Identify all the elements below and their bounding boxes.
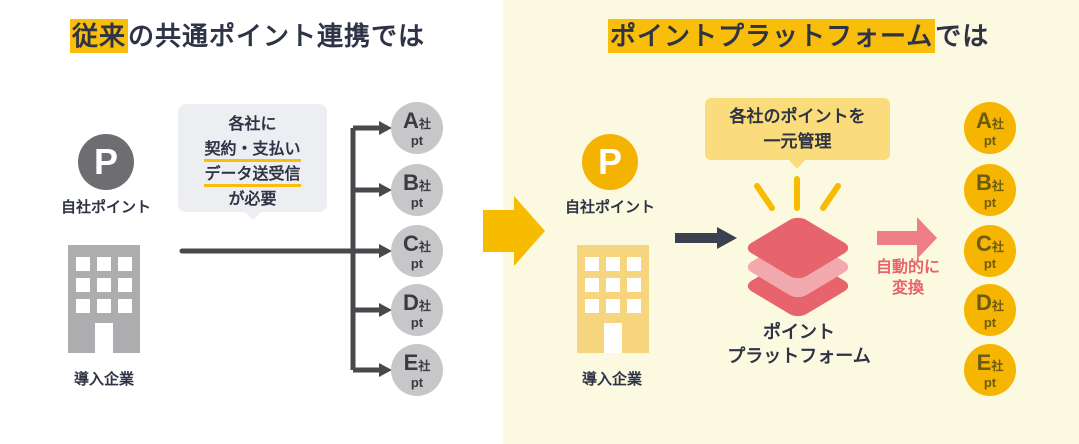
company-suffix: 社 [418, 116, 431, 131]
building-icon [68, 245, 140, 353]
note-line: が必要 [228, 191, 277, 208]
point-unit: pt [410, 255, 424, 271]
point-icon: P [78, 134, 134, 190]
point-icon-letter: P [597, 141, 622, 182]
platform-label-line: プラットフォーム [727, 346, 871, 367]
right-title-highlight: ポイントプラットフォーム [608, 19, 936, 53]
left-title-highlight: 従来 [70, 19, 129, 53]
company-letter: B [976, 169, 992, 195]
note-line-underlined: データ送受信 [204, 166, 301, 187]
note-line: 一元管理 [763, 132, 832, 151]
note-line: 各社のポイントを [729, 107, 866, 126]
company-letter: E [976, 349, 992, 375]
point-unit: pt [410, 194, 424, 210]
point-unit: pt [410, 132, 424, 148]
point-icon: P [582, 134, 638, 190]
bubble-tail [788, 159, 806, 169]
flow-arrow-icon [675, 227, 737, 249]
point-unit: pt [983, 194, 997, 210]
company-label: 導入企業 [73, 371, 134, 388]
right-title-rest: では [935, 21, 990, 51]
bubble-tail [244, 211, 262, 220]
building-icon [577, 245, 649, 353]
connector-lines-icon [179, 121, 392, 377]
company-letter: A [403, 107, 419, 133]
platform-label: ポイント プラットフォーム [718, 320, 880, 369]
own-point-label: 自社ポイント [60, 199, 151, 216]
point-unit: pt [983, 255, 997, 271]
platform-label-line: ポイント [763, 322, 835, 342]
company-suffix: 社 [991, 116, 1004, 131]
left-title-rest: の共通ポイント連携では [128, 21, 426, 51]
point-unit: pt [983, 314, 997, 330]
note-line-underlined: 契約・支払い [204, 141, 301, 162]
left-title: 従来の共通ポイント連携では [70, 16, 425, 53]
company-letter: B [403, 169, 419, 195]
convert-label-line: 自動的に [875, 259, 940, 276]
company-letter: D [403, 289, 419, 315]
convert-label-line: 変換 [891, 279, 924, 297]
platform-layers-icon [747, 217, 849, 317]
company-letter: C [403, 230, 419, 256]
company-letter: D [976, 289, 992, 315]
company-suffix: 社 [418, 358, 431, 373]
point-unit: pt [410, 374, 424, 390]
company-letter: A [976, 107, 992, 133]
company-suffix: 社 [418, 298, 431, 313]
company-suffix: 社 [418, 178, 431, 193]
company-suffix: 社 [991, 358, 1004, 373]
point-unit: pt [983, 374, 997, 390]
transition-arrow-icon [483, 196, 545, 266]
point-unit: pt [410, 314, 424, 330]
company-suffix: 社 [991, 178, 1004, 193]
auto-convert-label: 自動的に 変換 [866, 258, 950, 300]
company-suffix: 社 [991, 298, 1004, 313]
central-management-bubble: 各社のポイントを 一元管理 [705, 98, 890, 169]
company-suffix: 社 [991, 239, 1004, 254]
own-point-label: 自社ポイント [564, 199, 655, 216]
sparkle-rays-icon [754, 176, 841, 211]
note-line: 各社に [228, 116, 277, 133]
point-unit: pt [983, 132, 997, 148]
company-label: 導入企業 [581, 371, 642, 388]
right-title: ポイントプラットフォームでは [608, 16, 989, 53]
company-letter: C [976, 230, 992, 256]
point-icon-letter: P [93, 141, 118, 182]
note-line: データ送受信 [178, 162, 327, 187]
company-letter: E [403, 349, 419, 375]
note-line: 契約・支払い [178, 137, 327, 162]
company-suffix: 社 [418, 239, 431, 254]
convert-arrow-icon [877, 217, 937, 259]
contract-note-bubble: 各社に 契約・支払い データ送受信 が必要 [178, 104, 327, 220]
